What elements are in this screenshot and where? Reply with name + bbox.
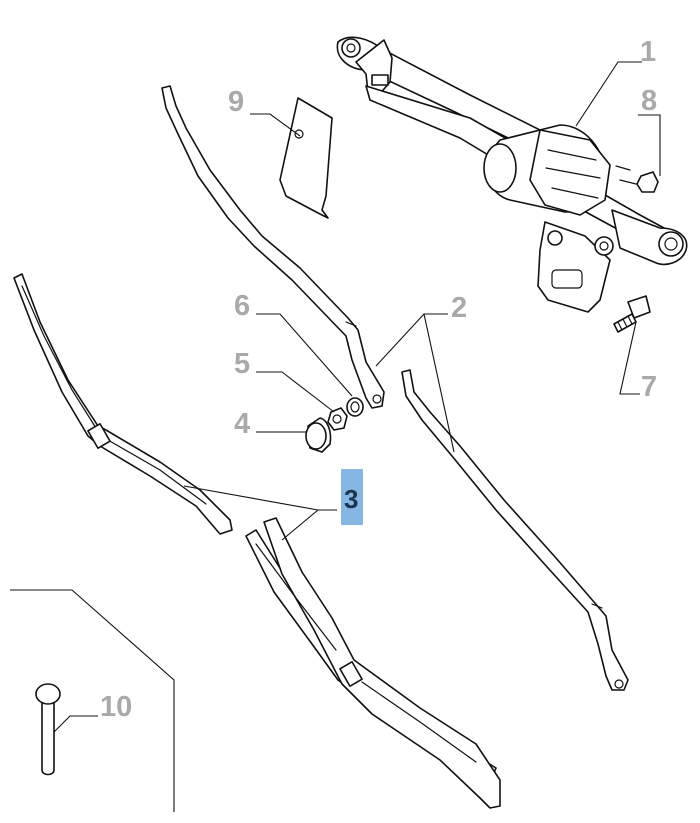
part-1-wiper-motor-linkage[interactable] — [336, 36, 688, 313]
part-3-wiper-blade-lower[interactable] — [245, 517, 501, 809]
part-9-cover[interactable] — [279, 97, 333, 219]
callout-10: 10 — [100, 691, 132, 723]
callout-9: 9 — [228, 86, 244, 118]
part-3-wiper-blade-upper[interactable] — [13, 273, 233, 535]
part-7-bolt[interactable] — [613, 295, 651, 333]
callout-1: 1 — [640, 36, 656, 68]
part-6-washer[interactable] — [346, 397, 364, 417]
leader-lines — [53, 61, 661, 733]
part-10-pin[interactable] — [35, 683, 61, 776]
callout-7: 7 — [641, 371, 657, 403]
callout-3: 3 — [344, 484, 358, 514]
inset-frame — [10, 589, 175, 812]
callout-2: 2 — [451, 292, 467, 324]
part-5-nut[interactable] — [327, 407, 348, 431]
callout-6: 6 — [234, 290, 250, 322]
part-8-nut[interactable] — [615, 165, 659, 193]
callout-3-highlight-box — [341, 469, 363, 525]
callout-4: 4 — [234, 408, 250, 440]
part-2-wiper-arm-right[interactable] — [401, 369, 629, 691]
callout-3-highlighted[interactable]: 3 — [341, 469, 363, 525]
part-2-wiper-arm-left[interactable] — [161, 85, 385, 409]
callout-8: 8 — [641, 85, 657, 117]
callout-5: 5 — [234, 348, 250, 380]
part-4-cap[interactable] — [305, 417, 332, 453]
